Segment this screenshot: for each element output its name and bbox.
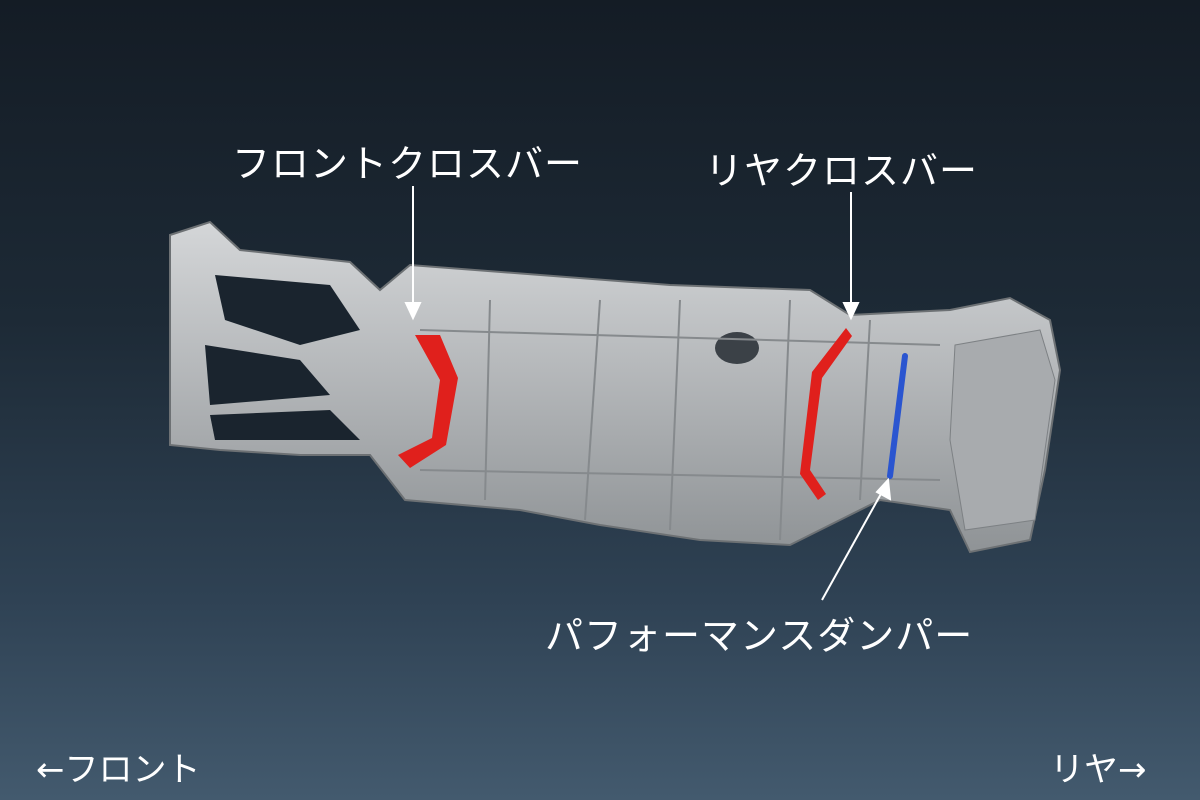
performance-damper-part <box>887 353 908 479</box>
front-direction-label: ←フロント <box>36 750 201 790</box>
rear-crossbar-label: リヤクロスバー <box>705 149 979 193</box>
rear-direction-label: リヤ→ <box>1050 750 1147 790</box>
performance-damper-label: パフォーマンスダンパー <box>545 614 974 658</box>
front-crossbar-label: フロントクロスバー <box>232 142 584 186</box>
arrowhead-icon <box>842 302 860 321</box>
car-body-frame <box>169 220 1062 554</box>
front-crossbar-part <box>398 335 458 468</box>
damper-leader-line <box>821 491 883 601</box>
arrowhead-icon <box>404 302 422 321</box>
arrowhead-icon <box>875 477 892 501</box>
rear-crossbar-part <box>800 328 852 500</box>
